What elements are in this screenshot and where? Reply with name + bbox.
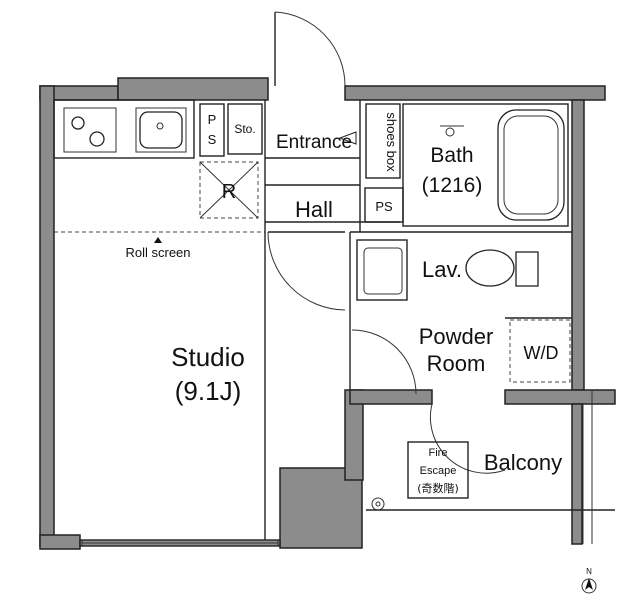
bath-label: Bath — [430, 144, 473, 167]
fixtures — [71, 103, 565, 511]
powder-label-line-1: Powder — [419, 324, 494, 349]
fire-escape-label-2: Escape — [420, 465, 457, 477]
interior-lines — [53, 99, 615, 544]
roll-screen-label: Roll screen — [125, 245, 190, 260]
studio-size-label: (9.1J) — [175, 376, 241, 406]
powder-label-line-2: Room — [427, 351, 486, 376]
fire-escape-hatch — [407, 441, 469, 499]
studio-label: Studio — [171, 342, 245, 372]
storage-label: Sto. — [234, 122, 255, 136]
entrance-label: Entrance — [276, 132, 352, 153]
walls — [39, 77, 616, 550]
ps-hall-label: PS — [375, 199, 393, 214]
doors — [267, 11, 506, 474]
fixture-labels: P S Sto. shoes box PS R Roll screen W/D … — [125, 112, 558, 495]
ps-label-top: P — [208, 112, 217, 127]
north-compass-icon: N — [581, 567, 597, 594]
refrigerator-label: R — [222, 181, 236, 203]
windows — [81, 539, 279, 547]
fire-escape-label-3: (奇数階) — [417, 481, 459, 495]
room-labels: Studio (9.1J) Entrance Hall Bath (1216) … — [171, 132, 562, 475]
north-label: N — [586, 567, 592, 576]
lav-label: Lav. — [422, 257, 462, 282]
shoes-box-label: shoes box — [384, 112, 399, 172]
bath-size-label: (1216) — [422, 174, 483, 197]
washer-label: W/D — [524, 343, 559, 363]
ps-label-bottom: S — [208, 132, 217, 147]
fire-escape-label-1: Fire — [429, 447, 448, 459]
balcony-label: Balcony — [484, 450, 562, 475]
hall-label: Hall — [295, 197, 333, 222]
